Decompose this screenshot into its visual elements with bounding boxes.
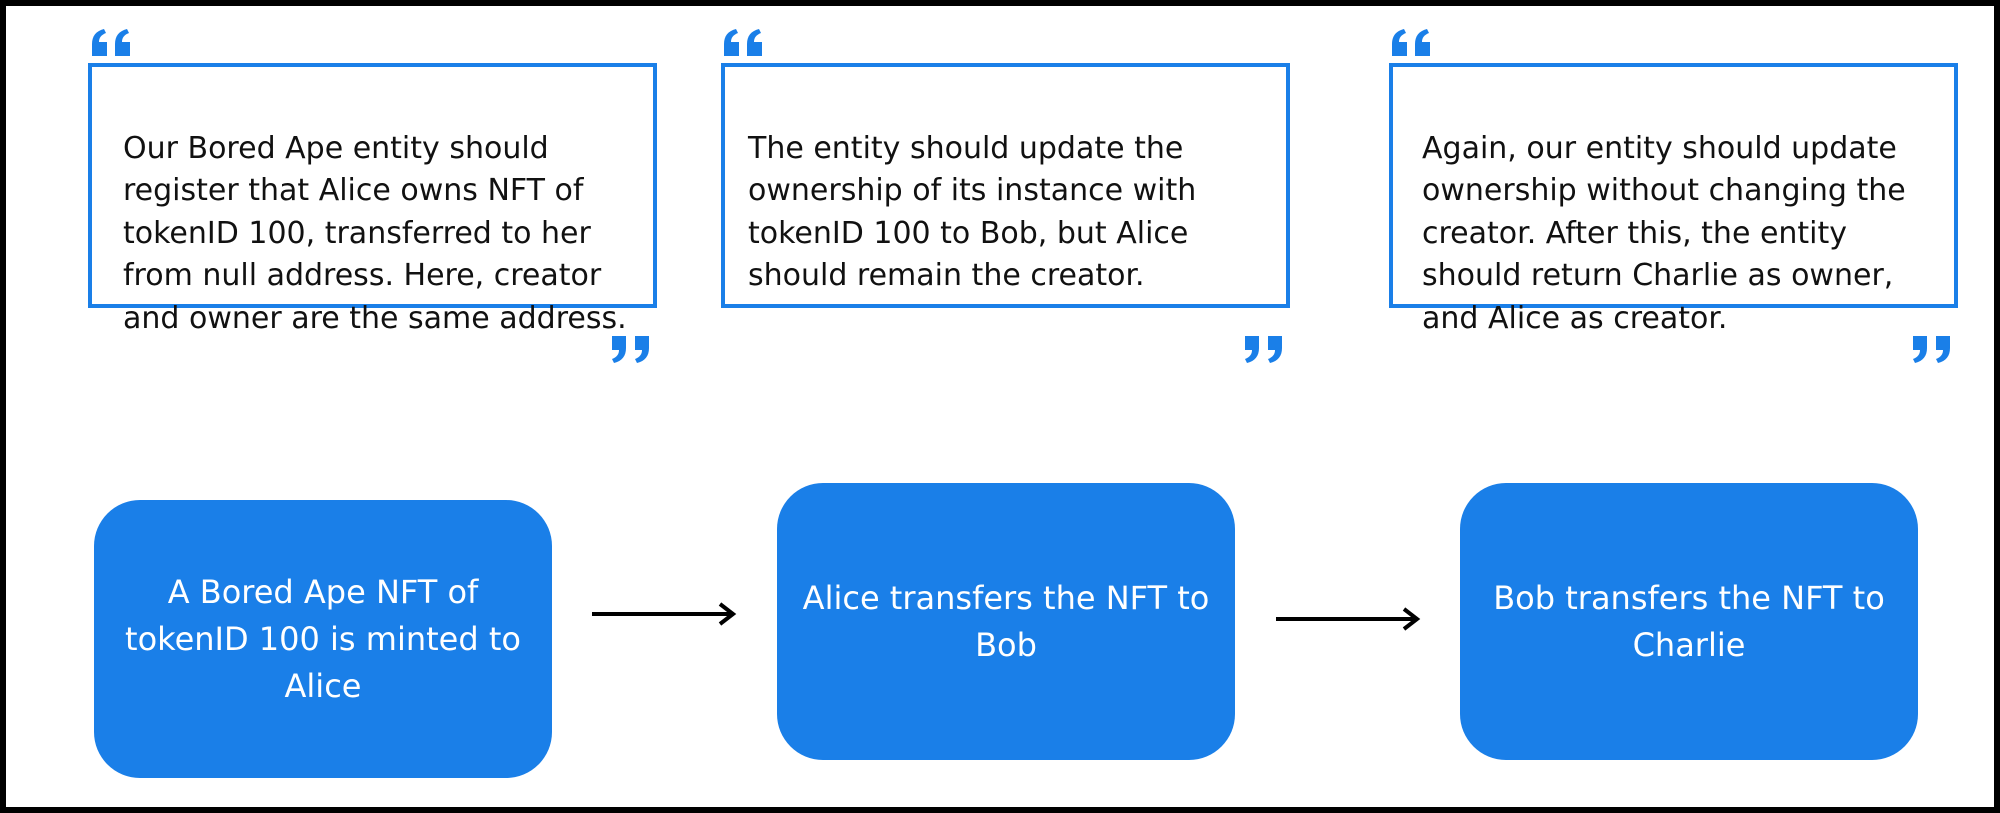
quote-box-3: Again, our entity should update ownershi… xyxy=(1389,63,1958,336)
step-box-alice-to-bob: Alice transfers the NFT to Bob xyxy=(777,483,1235,760)
close-quote-icon xyxy=(608,334,654,364)
quote-text-1: Our Bored Ape entity should register tha… xyxy=(123,130,627,336)
step-label-mint: A Bored Ape NFT of tokenID 100 is minted… xyxy=(125,572,521,705)
right-arrow-icon xyxy=(1274,604,1424,634)
open-quote-icon xyxy=(90,28,136,58)
open-quote-icon xyxy=(1390,28,1436,58)
quote-box-1: Our Bored Ape entity should register tha… xyxy=(88,63,657,336)
close-quote-icon xyxy=(1241,334,1287,364)
quote-text-3: Again, our entity should update ownershi… xyxy=(1422,130,1906,336)
quote-box-2: The entity should update the ownership o… xyxy=(721,63,1290,308)
right-arrow-icon xyxy=(590,599,740,629)
close-quote-icon xyxy=(1909,334,1955,364)
step-label-bob-to-charlie: Bob transfers the NFT to Charlie xyxy=(1493,578,1885,664)
step-box-mint: A Bored Ape NFT of tokenID 100 is minted… xyxy=(94,500,552,778)
step-box-bob-to-charlie: Bob transfers the NFT to Charlie xyxy=(1460,483,1918,760)
step-label-alice-to-bob: Alice transfers the NFT to Bob xyxy=(802,578,1210,664)
open-quote-icon xyxy=(722,28,768,58)
quote-text-2: The entity should update the ownership o… xyxy=(748,130,1197,294)
